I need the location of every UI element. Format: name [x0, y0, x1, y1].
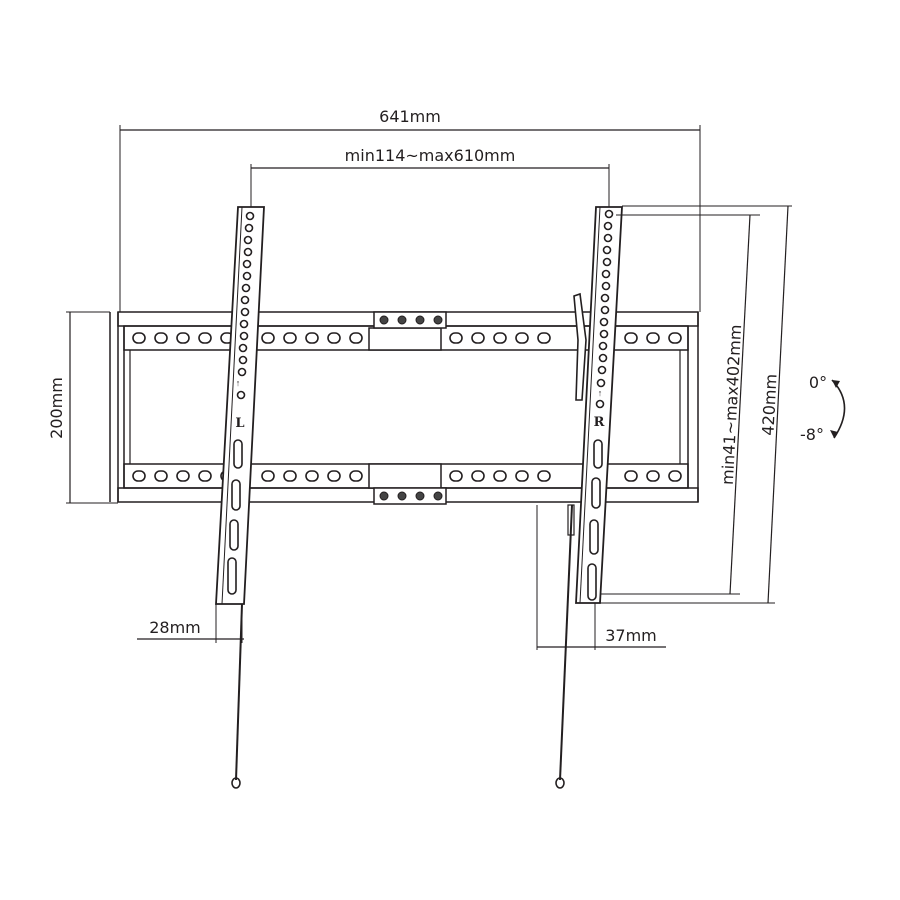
right-depth-label: 37mm: [605, 626, 657, 645]
top-rail-slots: [132, 332, 682, 344]
center-clamp-bottom: [368, 463, 447, 505]
plate-height-label: 200mm: [47, 377, 66, 439]
right-depth-dimension: 37mm: [536, 505, 666, 650]
arm-height-label: 420mm: [758, 373, 780, 436]
left-arm-label: L: [235, 416, 244, 431]
vesa-vertical-label: min41~max402mm: [718, 324, 745, 485]
tilt-top-label: 0°: [809, 373, 827, 392]
tilt-indicator: 0° -8°: [800, 373, 846, 444]
arm-height-dimension: 420mm: [580, 205, 792, 604]
center-clamp-top: [368, 311, 447, 351]
right-arrow-icon: ↑: [598, 388, 603, 398]
plate-height-dimension: 200mm: [47, 311, 118, 504]
left-arm: ↑ L: [215, 206, 265, 789]
curved-arrow-icon: [831, 379, 846, 439]
wall-plate: [109, 311, 699, 505]
vesa-horizontal-label: min114~max610mm: [345, 146, 516, 165]
right-arm: ↑ R: [555, 206, 623, 789]
tilt-bottom-label: -8°: [800, 425, 824, 444]
overall-width-label: 641mm: [379, 107, 441, 126]
left-depth-dimension: 28mm: [137, 604, 244, 643]
vesa-horizontal-dimension: min114~max610mm: [250, 146, 610, 212]
left-depth-label: 28mm: [149, 618, 201, 637]
overall-width-dimension: 641mm: [119, 107, 701, 312]
left-arrow-icon: ↑: [236, 378, 241, 388]
right-arm-label: R: [594, 415, 605, 430]
